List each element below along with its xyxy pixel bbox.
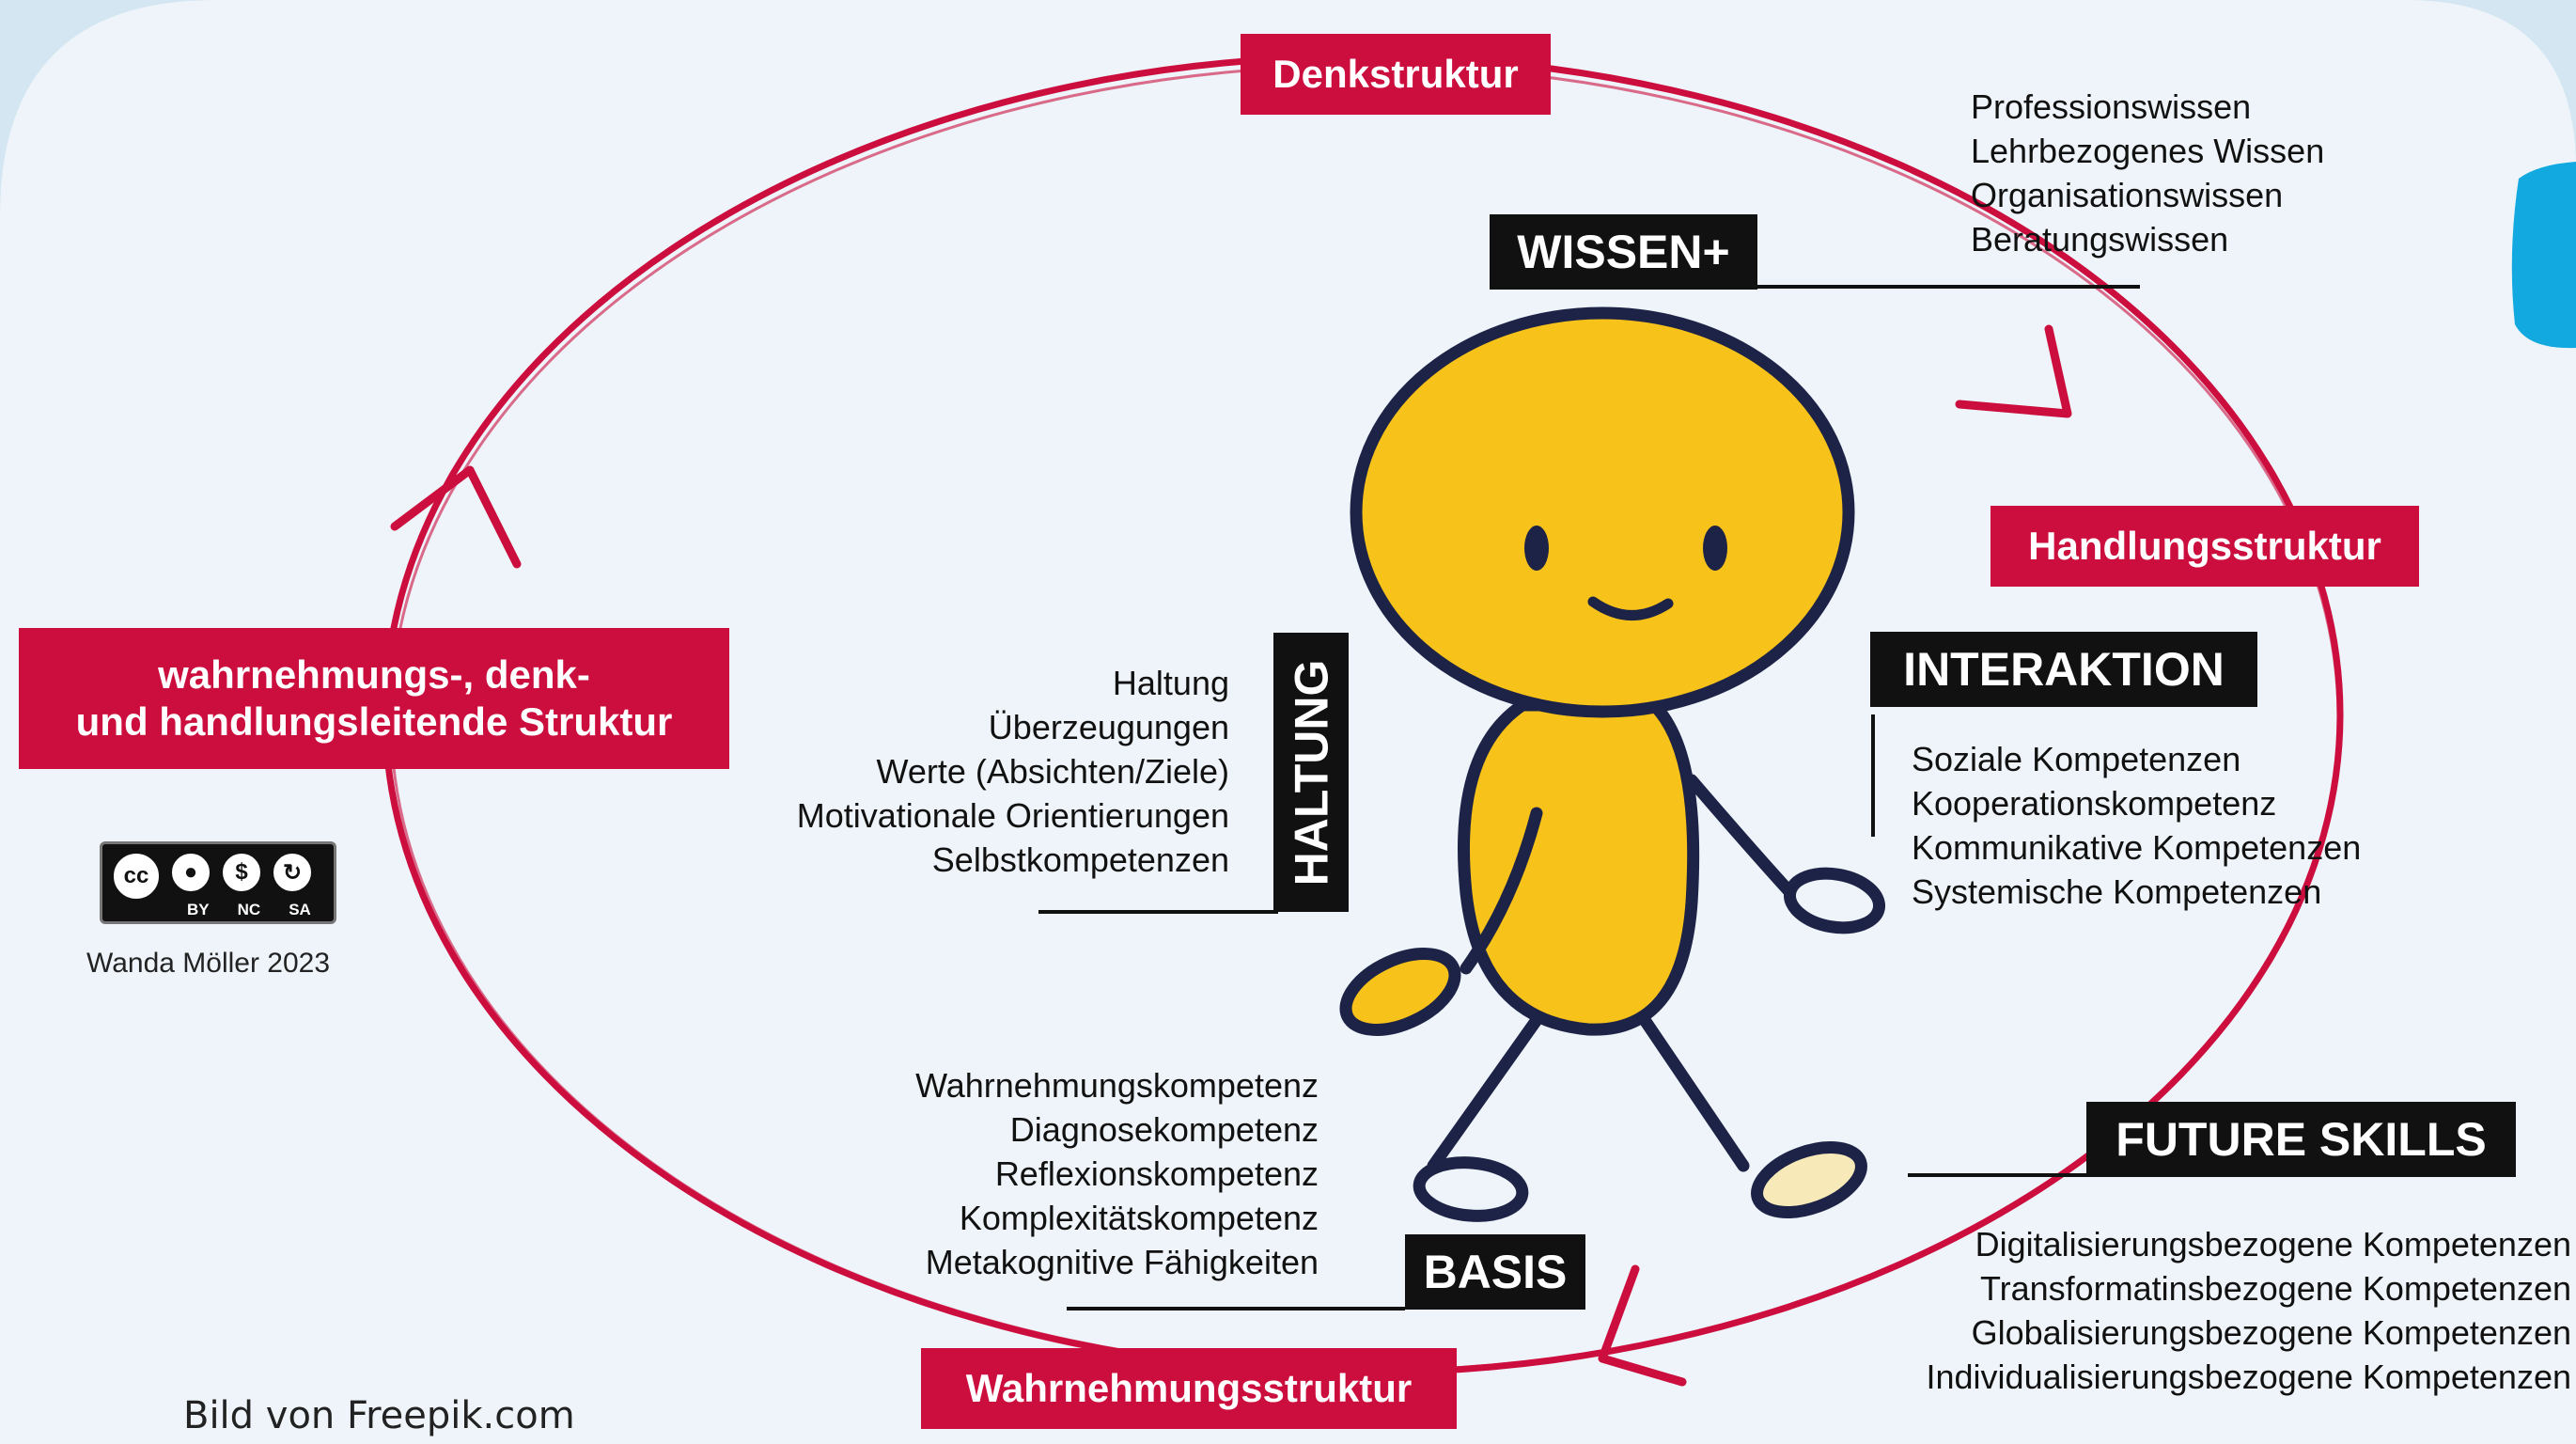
- list-item: Metakognitive Fähigkeiten: [925, 1243, 1319, 1281]
- cc-label-nc: NC: [237, 901, 261, 918]
- list-item: Überzeugungen: [988, 708, 1229, 746]
- list-item: Reflexionskompetenz: [994, 1154, 1319, 1193]
- label-leitende-struktur: wahrnehmungs-, denk- und handlungsleiten…: [19, 628, 729, 769]
- cc-label-by: BY: [187, 901, 210, 918]
- author-credit: Wanda Möller 2023: [86, 948, 331, 979]
- list-item: Diagnosekompetenz: [1009, 1110, 1319, 1149]
- list-item: Professionswissen: [1971, 87, 2252, 126]
- list-future-skills: Digitalisierungsbezogene Kompetenzen Tra…: [1786, 1222, 2571, 1399]
- list-item: Soziale Kompetenzen: [1912, 740, 2241, 778]
- list-item: Organisationswissen: [1971, 176, 2284, 214]
- list-basis: Wahrnehmungskompetenz Diagnosekompetenz …: [808, 1063, 1319, 1284]
- category-haltung: HALTUNG: [1273, 633, 1349, 912]
- label-wahrnehmungsstruktur: Wahrnehmungsstruktur: [921, 1348, 1457, 1429]
- list-item: Beratungswissen: [1971, 220, 2229, 259]
- label-leitende-struktur-line1: wahrnehmungs-, denk-: [158, 651, 590, 697]
- list-interaktion: Soziale Kompetenzen Kooperationskompeten…: [1912, 737, 2361, 914]
- label-handlungsstruktur-text: Handlungsstruktur: [2028, 523, 2381, 568]
- list-item: Komplexitätskompetenz: [959, 1199, 1319, 1237]
- right-eye-icon: [1703, 526, 1727, 571]
- category-interaktion-title: INTERAKTION: [1903, 643, 2225, 696]
- face: [1524, 526, 1727, 620]
- list-item: Kommunikative Kompetenzen: [1912, 828, 2362, 867]
- list-item: Selbstkompetenzen: [931, 840, 1229, 879]
- stick-figure: [1339, 306, 1886, 1222]
- attribution-icon: ●: [168, 850, 213, 895]
- category-basis-title: BASIS: [1423, 1246, 1568, 1298]
- cc-icon: cc: [110, 850, 163, 902]
- category-wissen-title: WISSEN+: [1517, 226, 1730, 278]
- connector-lines: [1038, 285, 2140, 1311]
- image-credit: Bild von Freepik.com: [183, 1394, 575, 1437]
- category-basis: BASIS: [1405, 1234, 1585, 1310]
- label-handlungsstruktur: Handlungsstruktur: [1991, 506, 2419, 587]
- list-item: Lehrbezogenes Wissen: [1971, 132, 2325, 170]
- list-item: Transformatinsbezogene Kompetenzen: [1979, 1269, 2571, 1308]
- label-denkstruktur: Denkstruktur: [1241, 34, 1551, 115]
- list-item: Haltung: [1112, 664, 1229, 702]
- arrow-bottom-icon: [1598, 1264, 1687, 1387]
- noncommercial-icon: $: [219, 850, 264, 895]
- list-item: Digitalisierungsbezogene Kompetenzen: [1975, 1225, 2571, 1264]
- list-item: Individualisierungsbezogene Kompetenzen: [1926, 1358, 2571, 1396]
- category-interaktion: INTERAKTION: [1870, 632, 2257, 707]
- category-wissen: WISSEN+: [1490, 214, 1757, 290]
- category-future-skills-title: FUTURE SKILLS: [2115, 1113, 2487, 1166]
- list-item: Systemische Kompetenzen: [1912, 872, 2322, 911]
- category-haltung-title: HALTUNG: [1285, 659, 1338, 886]
- left-eye-icon: [1524, 526, 1549, 571]
- category-future-skills: FUTURE SKILLS: [2086, 1102, 2516, 1177]
- cycle-arrowheads: [390, 324, 2072, 1387]
- list-haltung: Haltung Überzeugungen Werte (Absichten/Z…: [714, 661, 1229, 882]
- list-item: Globalisierungsbezogene Kompetenzen: [1971, 1313, 2571, 1352]
- sharealike-icon: ↻: [270, 850, 315, 895]
- arrow-left-icon: [390, 465, 522, 569]
- list-item: Motivationale Orientierungen: [796, 796, 1229, 835]
- smile-icon: [1587, 596, 1674, 620]
- cc-label-sa: SA: [289, 901, 311, 918]
- label-wahrnehmungsstruktur-text: Wahrnehmungsstruktur: [965, 1365, 1413, 1410]
- cc-license-badge: cc ● $ ↻ BY NC SA: [100, 841, 336, 924]
- accent-blue-shape: [2511, 162, 2576, 349]
- label-denkstruktur-text: Denkstruktur: [1272, 51, 1519, 96]
- list-wissen: Professionswissen Lehrbezogenes Wissen O…: [1971, 85, 2324, 261]
- arrow-right-icon: [1955, 324, 2072, 418]
- list-item: Kooperationskompetenz: [1912, 784, 2277, 823]
- list-item: Werte (Absichten/Ziele): [876, 752, 1229, 791]
- list-item: Wahrnehmungskompetenz: [915, 1066, 1319, 1105]
- label-leitende-struktur-line2: und handlungsleitende Struktur: [75, 699, 673, 744]
